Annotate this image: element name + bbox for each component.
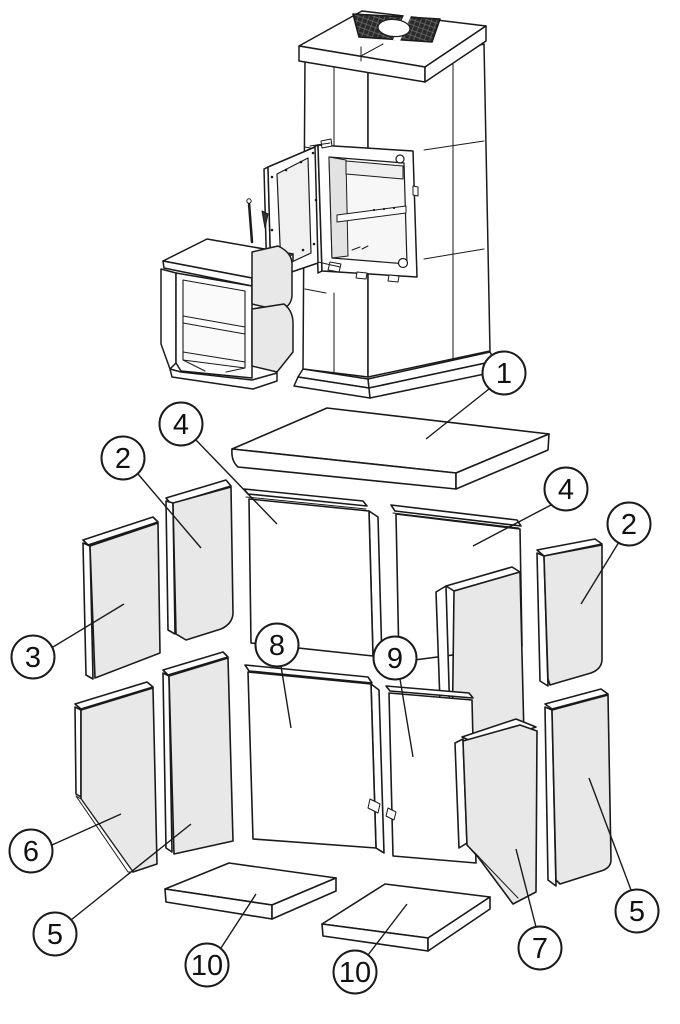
tile-joints <box>304 50 485 373</box>
part-7-panel <box>454 718 538 905</box>
callout-leader-line <box>52 603 125 648</box>
module-shelf <box>182 315 246 335</box>
callout-circle <box>184 942 230 988</box>
callout-leader-line <box>220 893 257 949</box>
part-2-left-panel <box>165 479 234 641</box>
callout-circle <box>158 401 204 447</box>
part-3-panel <box>82 516 161 680</box>
callout-2: 2 <box>100 435 202 549</box>
callout-circle <box>254 622 300 668</box>
callout-number: 8 <box>269 630 285 662</box>
callouts-layer: 1 4 2 3 4 2 8 9 6 5 5 7 10 10 <box>8 350 660 995</box>
callout-number: 6 <box>23 836 39 868</box>
callout-leader-line <box>70 823 192 921</box>
stove-top-grille <box>352 13 441 43</box>
callout-leader-line <box>399 678 414 758</box>
callout-number: 3 <box>25 642 41 674</box>
callout-number: 2 <box>621 509 637 541</box>
callout-number: 1 <box>496 358 512 390</box>
callout-4: 4 <box>158 401 278 525</box>
callout-leader-line <box>51 813 122 846</box>
callout-9: 9 <box>372 635 418 758</box>
callout-number: 2 <box>115 443 131 475</box>
part-8-panel <box>244 664 385 854</box>
stove-door <box>246 138 342 282</box>
part-5-right-panel <box>544 688 612 887</box>
callout-circle <box>606 501 652 547</box>
flue-opening <box>377 18 411 38</box>
callout-3: 3 <box>10 603 125 680</box>
callout-10: 10 <box>184 893 257 988</box>
part-10-left-slab <box>164 862 337 920</box>
stove-illustration <box>160 10 500 399</box>
part-9-panel <box>385 685 477 864</box>
tile-module-box <box>160 238 294 390</box>
stove-column <box>293 10 500 399</box>
part-2-right-panel <box>536 538 603 687</box>
callout-number: 5 <box>629 896 645 928</box>
exploded-parts <box>74 407 612 952</box>
stove-plinth <box>293 351 500 399</box>
callout-7: 7 <box>515 848 563 971</box>
module-left-panel <box>160 268 177 370</box>
callout-6: 6 <box>8 813 122 874</box>
callout-leader-line <box>280 665 292 729</box>
callout-leader-line <box>367 903 408 956</box>
callout-2: 2 <box>580 501 652 605</box>
callout-leader-line <box>515 848 537 928</box>
callout-8: 8 <box>254 622 300 729</box>
callout-leader-line <box>137 473 202 549</box>
callout-circle <box>32 911 78 957</box>
callout-number: 9 <box>387 643 403 675</box>
callout-number: 10 <box>191 950 223 982</box>
callout-circle <box>100 435 146 481</box>
door-handle-rod <box>247 201 254 244</box>
callout-circle <box>481 350 527 396</box>
callout-number: 10 <box>339 957 371 989</box>
callout-circle <box>8 828 54 874</box>
part-10-right-slab <box>321 883 491 952</box>
door-handle-knob <box>246 198 252 204</box>
module-right-tile-lower <box>251 303 294 373</box>
door-latch <box>261 210 269 229</box>
callout-number: 4 <box>558 474 574 506</box>
callout-leader-line <box>472 504 552 547</box>
callout-leader-line <box>195 439 278 525</box>
callout-circle <box>372 635 418 681</box>
callout-10: 10 <box>332 903 408 995</box>
callout-circle <box>517 925 563 971</box>
part-4-left-panel <box>243 488 383 662</box>
callout-leader-line <box>425 388 490 440</box>
callout-leader-line <box>580 541 620 605</box>
callout-number: 5 <box>47 919 63 951</box>
door-glass <box>276 157 312 268</box>
part-5-left-panel <box>162 651 234 855</box>
callout-5: 5 <box>32 823 192 957</box>
part-1-top-slab <box>231 407 550 490</box>
firebox-interior-wall <box>328 156 349 259</box>
firebox-frame <box>313 144 419 283</box>
callout-circle <box>614 888 660 934</box>
callout-1: 1 <box>425 350 527 440</box>
callout-circle <box>543 466 589 512</box>
callout-circle <box>10 634 56 680</box>
callout-4: 4 <box>472 466 589 547</box>
callout-leader-line <box>588 777 632 891</box>
module-base <box>169 368 278 390</box>
callout-number: 4 <box>173 409 189 441</box>
callout-number: 7 <box>532 933 548 965</box>
callout-circle <box>332 949 378 995</box>
callout-5: 5 <box>588 777 660 934</box>
part-6-panel <box>74 681 158 873</box>
module-right-tile-upper <box>251 245 293 311</box>
firebox-top-baffle <box>345 160 404 180</box>
